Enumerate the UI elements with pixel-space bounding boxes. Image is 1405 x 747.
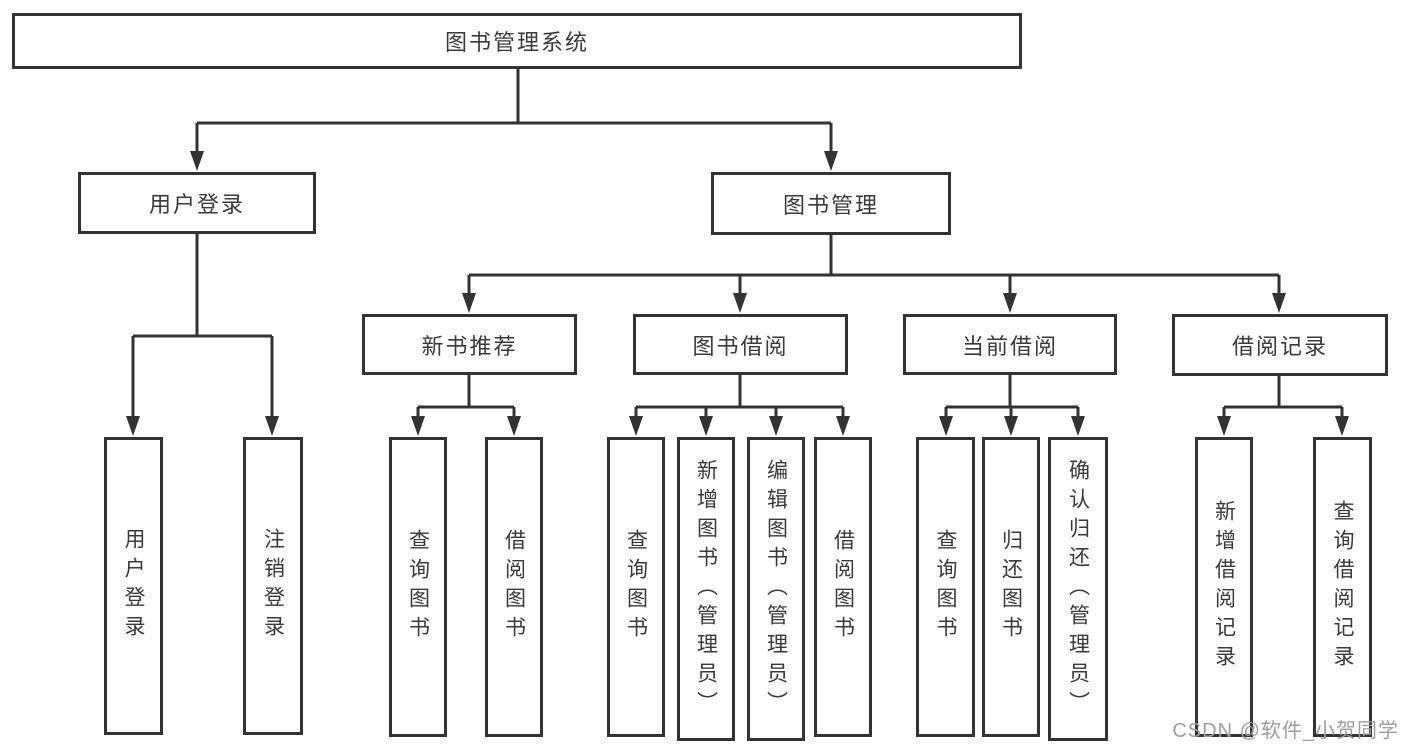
leaf-query-books-1: 查询图书 <box>389 437 447 737</box>
leaf-query-borrow-record-label: 查询借阅记录 <box>1331 500 1354 674</box>
leaf-confirm-return-admin: 确认归还（管理员） <box>1048 437 1108 741</box>
leaf-add-books-admin: 新增图书（管理员） <box>677 437 735 741</box>
leaf-query-borrow-record: 查询借阅记录 <box>1313 437 1372 737</box>
node-new-book-recommend: 新书推荐 <box>362 314 577 375</box>
node-user-login: 用户登录 <box>78 172 316 234</box>
leaf-return-books-label: 归还图书 <box>999 529 1023 645</box>
node-current-borrow: 当前借阅 <box>903 314 1117 375</box>
leaf-query-books-3: 查询图书 <box>916 437 975 737</box>
leaf-add-borrow-record-label: 新增借阅记录 <box>1212 500 1236 674</box>
node-book-borrow-label: 图书借阅 <box>692 333 789 359</box>
leaf-query-books-1-label: 查询图书 <box>406 529 430 645</box>
leaf-return-books: 归还图书 <box>982 437 1040 737</box>
leaf-edit-books-admin: 编辑图书（管理员） <box>747 437 805 741</box>
node-borrow-records: 借阅记录 <box>1172 314 1388 376</box>
leaf-logout-label: 注销登录 <box>261 528 285 644</box>
node-current-borrow-label: 当前借阅 <box>961 333 1058 359</box>
leaf-query-books-2: 查询图书 <box>607 437 665 737</box>
node-book-management-label: 图书管理 <box>782 192 879 218</box>
leaf-confirm-return-admin-label: 确认归还（管理员） <box>1066 458 1090 720</box>
leaf-query-books-2-label: 查询图书 <box>624 529 648 645</box>
leaf-add-borrow-record: 新增借阅记录 <box>1195 437 1253 737</box>
leaf-add-books-admin-label: 新增图书（管理员） <box>694 458 718 720</box>
leaf-logout: 注销登录 <box>243 437 303 735</box>
arrowheads <box>126 151 1349 436</box>
leaf-borrow-books-1: 借阅图书 <box>485 437 543 737</box>
node-borrow-records-label: 借阅记录 <box>1231 334 1328 359</box>
leaf-user-login: 用户登录 <box>104 437 163 735</box>
node-new-book-recommend-label: 新书推荐 <box>421 333 518 359</box>
leaf-edit-books-admin-label: 编辑图书（管理员） <box>764 458 788 720</box>
node-book-borrow: 图书借阅 <box>633 314 848 375</box>
leaf-user-login-label: 用户登录 <box>122 528 145 644</box>
node-user-login-label: 用户登录 <box>148 192 245 217</box>
node-book-management: 图书管理 <box>711 172 951 235</box>
leaf-borrow-books-2: 借阅图书 <box>814 437 872 737</box>
node-library-system: 图书管理系统 <box>12 13 1022 69</box>
leaf-borrow-books-2-label: 借阅图书 <box>831 529 855 645</box>
csdn-watermark: CSDN @软件_小贺同学 <box>1172 720 1399 742</box>
node-library-system-label: 图书管理系统 <box>444 30 589 55</box>
leaf-query-books-3-label: 查询图书 <box>934 529 957 645</box>
leaf-borrow-books-1-label: 借阅图书 <box>502 529 526 645</box>
